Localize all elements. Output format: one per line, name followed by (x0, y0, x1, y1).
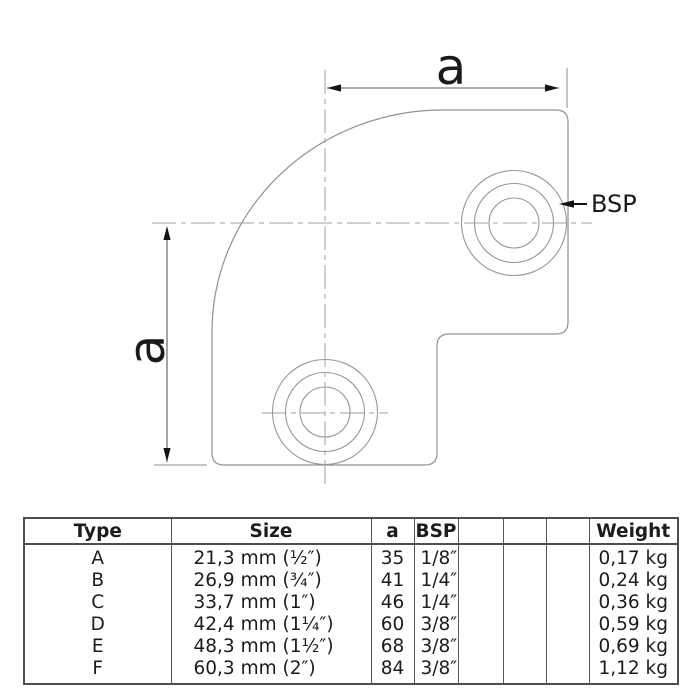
cell-empty (545, 592, 589, 614)
cell-empty (457, 636, 503, 658)
col-header-weight: Weight (588, 518, 678, 545)
cell-weight: 0,17 kg (588, 544, 678, 570)
cell-size: 42,4 mm (1¼″) (170, 614, 371, 636)
bsp-callout: BSP (559, 190, 637, 218)
arrowhead-bsp-icon (559, 200, 574, 208)
cell-weight: 0,69 kg (588, 636, 678, 658)
col-header-empty-2 (502, 518, 546, 545)
cell-empty (545, 658, 589, 684)
cell-empty (502, 614, 546, 636)
col-header-a: a (370, 518, 414, 545)
cell-type: D (90, 614, 105, 635)
cell-a: 35 (370, 544, 414, 570)
cell-size: 60,3 mm (2″) (170, 658, 371, 684)
dim-label-a-top: a (436, 38, 467, 96)
cell-size: 48,3 mm (1½″) (170, 636, 371, 658)
arrowhead-left-icon (327, 84, 341, 92)
col-header-empty-3 (545, 518, 589, 545)
table-row-type-c: C 33,7 mm (1″) 46 1/4″ 0,36 kg (24, 592, 678, 614)
cell-a: 60 (370, 614, 414, 636)
socket-right-inner-circle (488, 197, 540, 249)
table-row-type-a: A 21,3 mm (½″) 35 1/8″ 0,17 kg (24, 544, 678, 570)
dim-label-a-left: a (118, 335, 176, 366)
bsp-callout-label: BSP (591, 190, 637, 218)
arrowhead-right-icon (545, 84, 559, 92)
cell-size: 21,3 mm (½″) (170, 544, 371, 570)
cell-empty (457, 570, 503, 592)
col-header-size: Size (170, 518, 371, 545)
cell-weight: 0,24 kg (588, 570, 678, 592)
cell-empty (545, 570, 589, 592)
dimension-a-top: a (327, 38, 568, 108)
cell-type: B (91, 570, 105, 591)
cell-weight: 0,36 kg (588, 592, 678, 614)
cell-empty (545, 636, 589, 658)
col-header-type: Type (24, 518, 171, 545)
col-header-bsp: BSP (413, 518, 458, 545)
cell-size: 26,9 mm (¾″) (170, 570, 371, 592)
cell-empty (502, 544, 546, 570)
cell-type: C (91, 592, 105, 613)
cell-empty (457, 658, 503, 684)
cell-weight: 0,59 kg (588, 614, 678, 636)
cell-type: F (92, 658, 104, 679)
cell-empty (457, 614, 503, 636)
col-header-empty-1 (457, 518, 503, 545)
cell-bsp: 1/8″ (413, 544, 458, 570)
cell-empty (502, 636, 546, 658)
cell-empty (502, 592, 546, 614)
cell-size: 33,7 mm (1″) (170, 592, 371, 614)
table-row-type-d: D 42,4 mm (1¼″) 60 3/8″ 0,59 kg (24, 614, 678, 636)
table-row-type-f: F 60,3 mm (2″) 84 3/8″ 1,12 kg (24, 658, 678, 684)
arrowhead-down-icon (163, 448, 171, 462)
cell-empty (545, 544, 589, 570)
arrowhead-up-icon (163, 226, 171, 240)
cell-empty (457, 544, 503, 570)
dimension-a-left: a (118, 226, 207, 466)
cell-bsp: 3/8″ (413, 658, 458, 684)
cell-empty (457, 592, 503, 614)
table-row-type-e: E 48,3 mm (1½″) 68 3/8″ 0,69 kg (24, 636, 678, 658)
cell-weight: 1,12 kg (588, 658, 678, 684)
cell-a: 46 (370, 592, 414, 614)
cell-bsp: 3/8″ (413, 636, 458, 658)
spec-table: Type Size a BSP Weight A 21,3 mm (½″) 35… (23, 517, 679, 685)
cell-empty (502, 570, 546, 592)
cell-a: 68 (370, 636, 414, 658)
table-row-type-b: B 26,9 mm (¾″) 41 1/4″ 0,24 kg (24, 570, 678, 592)
spec-table-header-row: Type Size a BSP Weight (24, 518, 678, 545)
cell-a: 41 (370, 570, 414, 592)
cell-bsp: 1/4″ (413, 592, 458, 614)
cell-bsp: 1/4″ (413, 570, 458, 592)
cell-type: A (91, 548, 105, 569)
socket-right-outer-circle (460, 169, 568, 277)
cell-empty (502, 658, 546, 684)
cell-a: 84 (370, 658, 414, 684)
cell-empty (545, 614, 589, 636)
cell-bsp: 3/8″ (413, 614, 458, 636)
cell-type: E (91, 636, 104, 657)
elbow-body-outline (211, 109, 569, 466)
